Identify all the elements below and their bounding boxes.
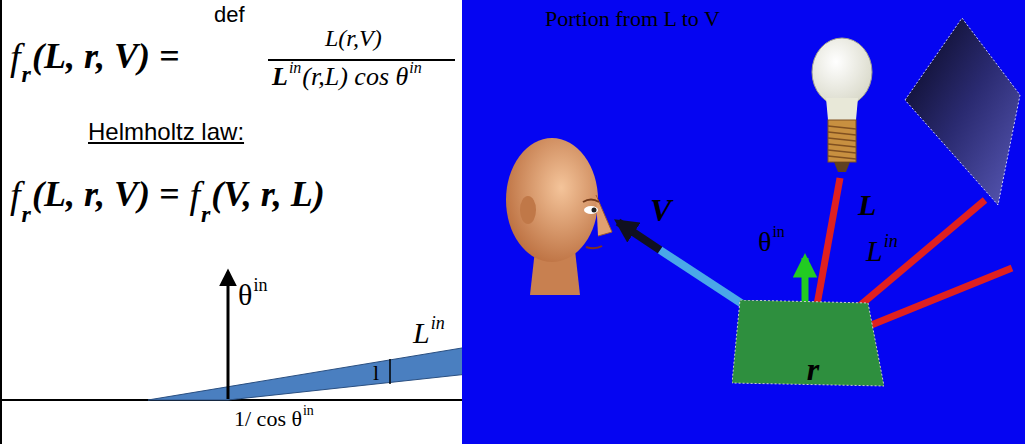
formula-label: θ [238,280,252,310]
bulb-thread [828,144,856,147]
formula-label: r [22,62,31,86]
point-label: r [807,353,819,388]
formula-label: L [413,318,430,348]
formula-label: L [858,190,876,220]
formula-label: f [10,38,21,76]
normal-arrow [227,272,230,399]
formula-label: L(r,V) [325,26,382,50]
formula-label: f [10,176,21,214]
formula-label: l [373,362,379,384]
bulb-thread [828,150,856,153]
formula-label: def [214,4,245,26]
viewer-head [506,138,612,295]
formula-label: r [201,202,210,226]
bulb-thread [828,156,856,159]
formula-label: in [884,232,898,250]
light-bulb [812,38,872,172]
surface-patch: r [732,300,884,388]
width-tick [389,359,391,384]
wall-panel [905,18,1020,205]
light-beam [148,343,505,400]
formula-label: L [272,64,288,90]
formula-label: in [772,224,784,240]
formula-label: f [189,176,200,214]
formula-label: (L, r, V) = [32,38,180,74]
view-arrow-head [618,222,660,250]
formula-label: in [409,60,421,76]
bulb-thread [828,132,856,135]
formula-label: Helmholtz law: [88,120,244,144]
formula-label: (L, r, V) = [32,176,180,212]
bulb-thread [828,126,856,129]
frame-line [0,0,2,444]
formula-label: Portion from L to V [545,8,720,30]
bulb-thread [828,138,856,141]
formula-label: 1/ cos θ [234,408,302,430]
formula-label: in [431,314,445,332]
formula-label: in [303,404,314,418]
formula-label: V [650,194,671,226]
formula-label: r [22,202,31,226]
formula-label: in [253,276,267,294]
formula-label: (r,L) cos θ [302,64,408,90]
formula-label: L [866,236,883,266]
formula-label: in [289,60,301,76]
formula-label: θ [758,228,771,256]
scene-background [462,0,1025,444]
formula-label: (V, r, L) [211,176,324,212]
